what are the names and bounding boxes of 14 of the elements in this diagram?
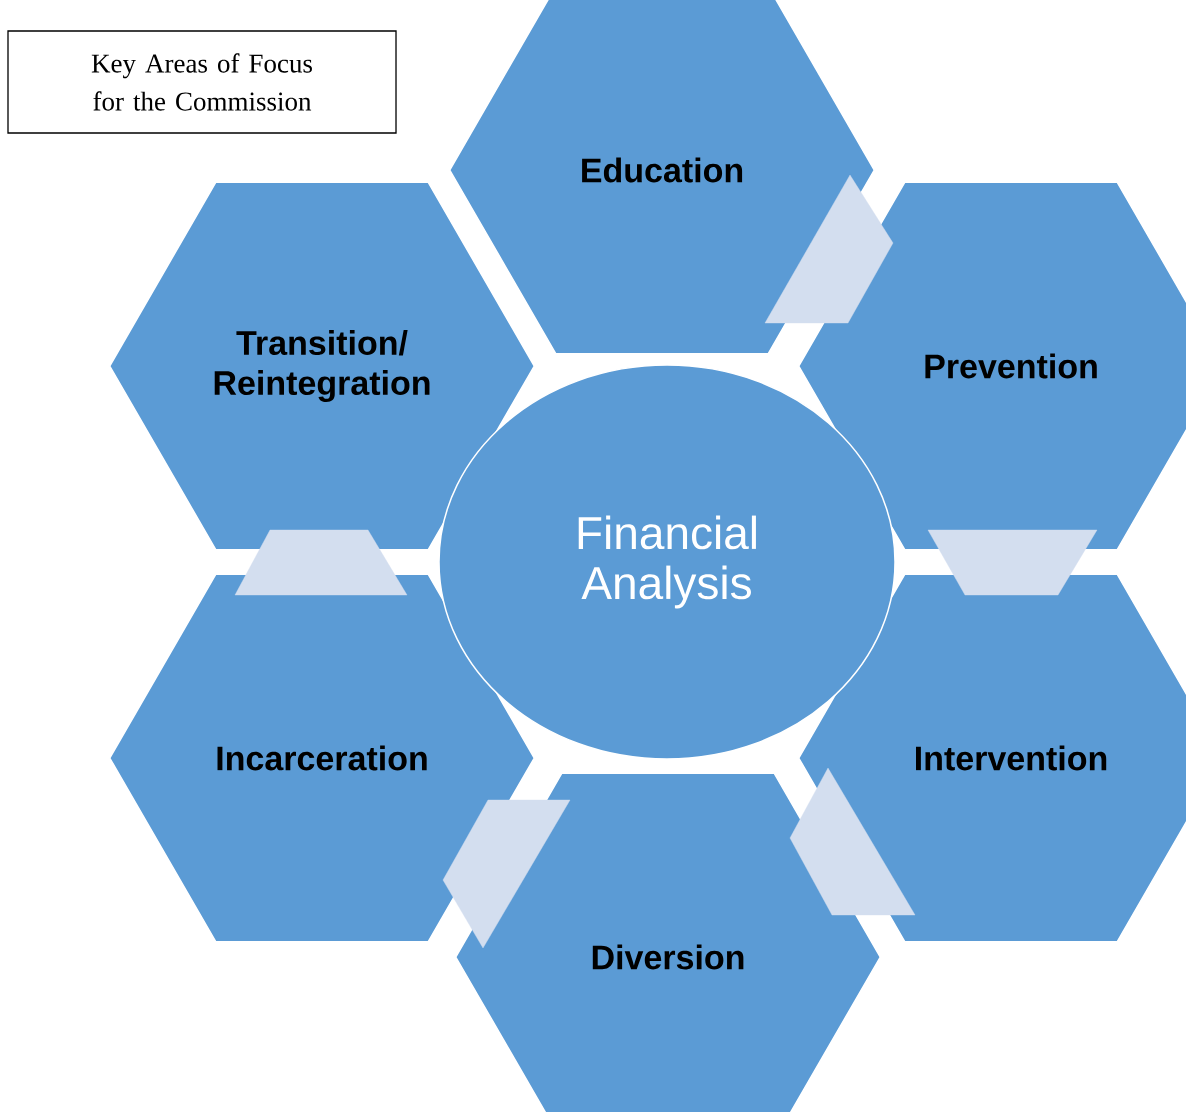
node-label: Intervention: [916, 745, 1107, 771]
connector: [764, 174, 894, 324]
hexagon: Diversion: [454, 772, 882, 1112]
title-box: Key Areas of Focus for the Commission: [7, 30, 397, 134]
node-label: Prevention: [925, 353, 1097, 379]
hexagon: Incarceration: [108, 573, 536, 943]
connector: [442, 799, 571, 949]
connector: [234, 529, 408, 596]
hexagon: Education: [448, 0, 876, 355]
connector: [789, 767, 916, 916]
hexagon: Prevention: [797, 181, 1186, 551]
hexagon: Intervention: [797, 573, 1186, 943]
hexagon: Transition/ Reintegration: [108, 181, 536, 551]
connector: [927, 529, 1098, 596]
